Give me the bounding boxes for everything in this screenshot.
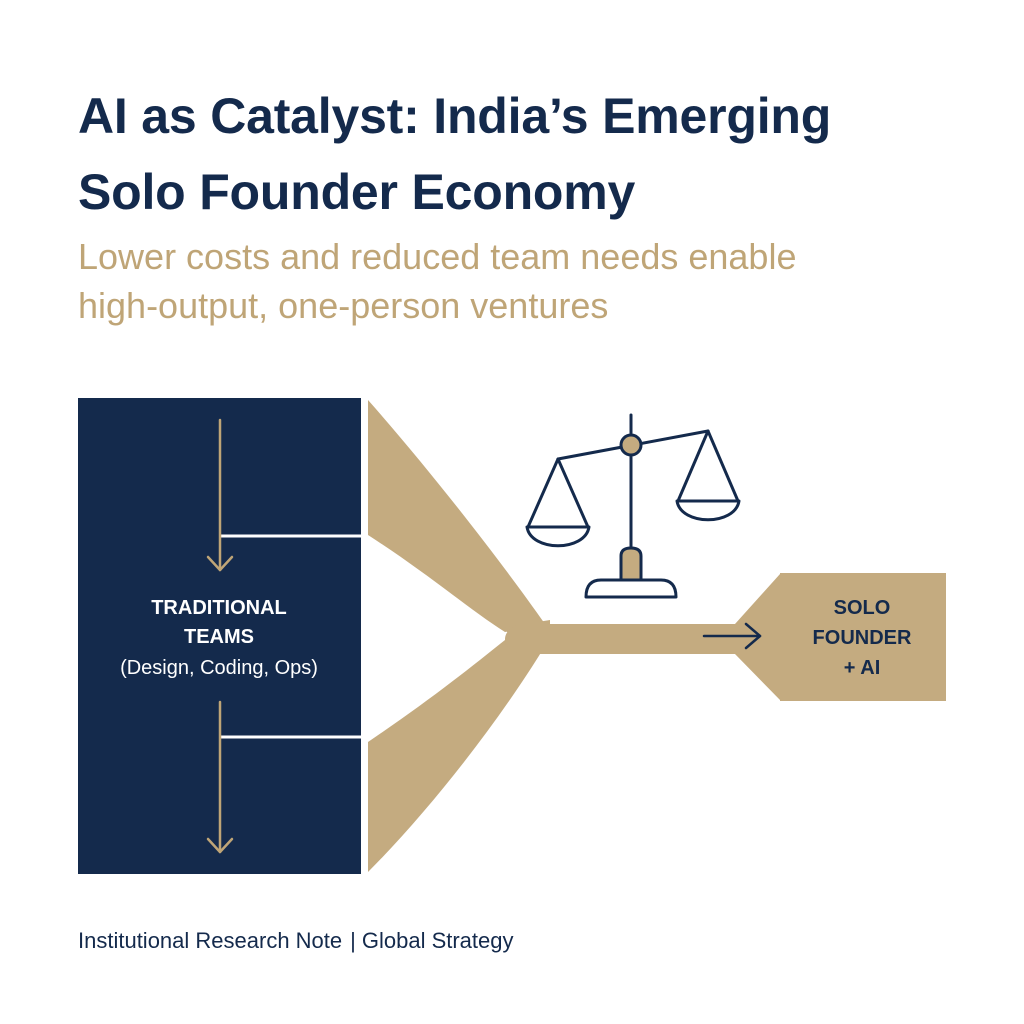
arrow-down-head-icon — [206, 837, 234, 854]
title-line-1: AI as Catalyst: India’s Emerging — [78, 88, 832, 144]
title-line-2: Solo Founder Economy — [78, 164, 636, 220]
solo-founder-box — [780, 573, 946, 701]
balance-scale-icon — [525, 413, 741, 599]
subtitle-line-2: high-output, one-person ventures — [78, 285, 609, 326]
footer-source: Institutional Research Note |Global Strat… — [78, 926, 514, 956]
upper-funnel-band — [368, 400, 545, 632]
lower-funnel-band — [368, 640, 545, 872]
downward-flow-arrows — [206, 418, 234, 854]
traditional-teams-label-line-1: TRADITIONAL — [151, 597, 287, 619]
subtitle-line-1: Lower costs and reduced team needs enabl… — [78, 236, 797, 277]
solo-founder-label-line-2: FOUNDER — [813, 627, 912, 649]
page-subtitle: Lower costs and reduced team needs enabl… — [78, 232, 978, 330]
arrow-down-head-icon — [206, 555, 234, 572]
channel-to-solo — [505, 574, 780, 700]
solo-founder-label-line-1: SOLO — [834, 597, 891, 619]
footer-separator: | — [350, 928, 356, 953]
traditional-teams-label-line-2: TEAMS — [184, 626, 254, 648]
arrow-right-icon — [702, 622, 762, 650]
solo-founder-label-line-3: + AI — [844, 657, 881, 679]
traditional-teams-detail: (Design, Coding, Ops) — [120, 657, 318, 679]
page-title: AI as Catalyst: India’s Emerging Solo Fo… — [78, 78, 978, 230]
footer-left-text: Institutional Research Note — [78, 928, 343, 953]
traditional-teams-dividers — [220, 534, 361, 739]
footer-right-text: Global Strategy — [361, 928, 514, 953]
